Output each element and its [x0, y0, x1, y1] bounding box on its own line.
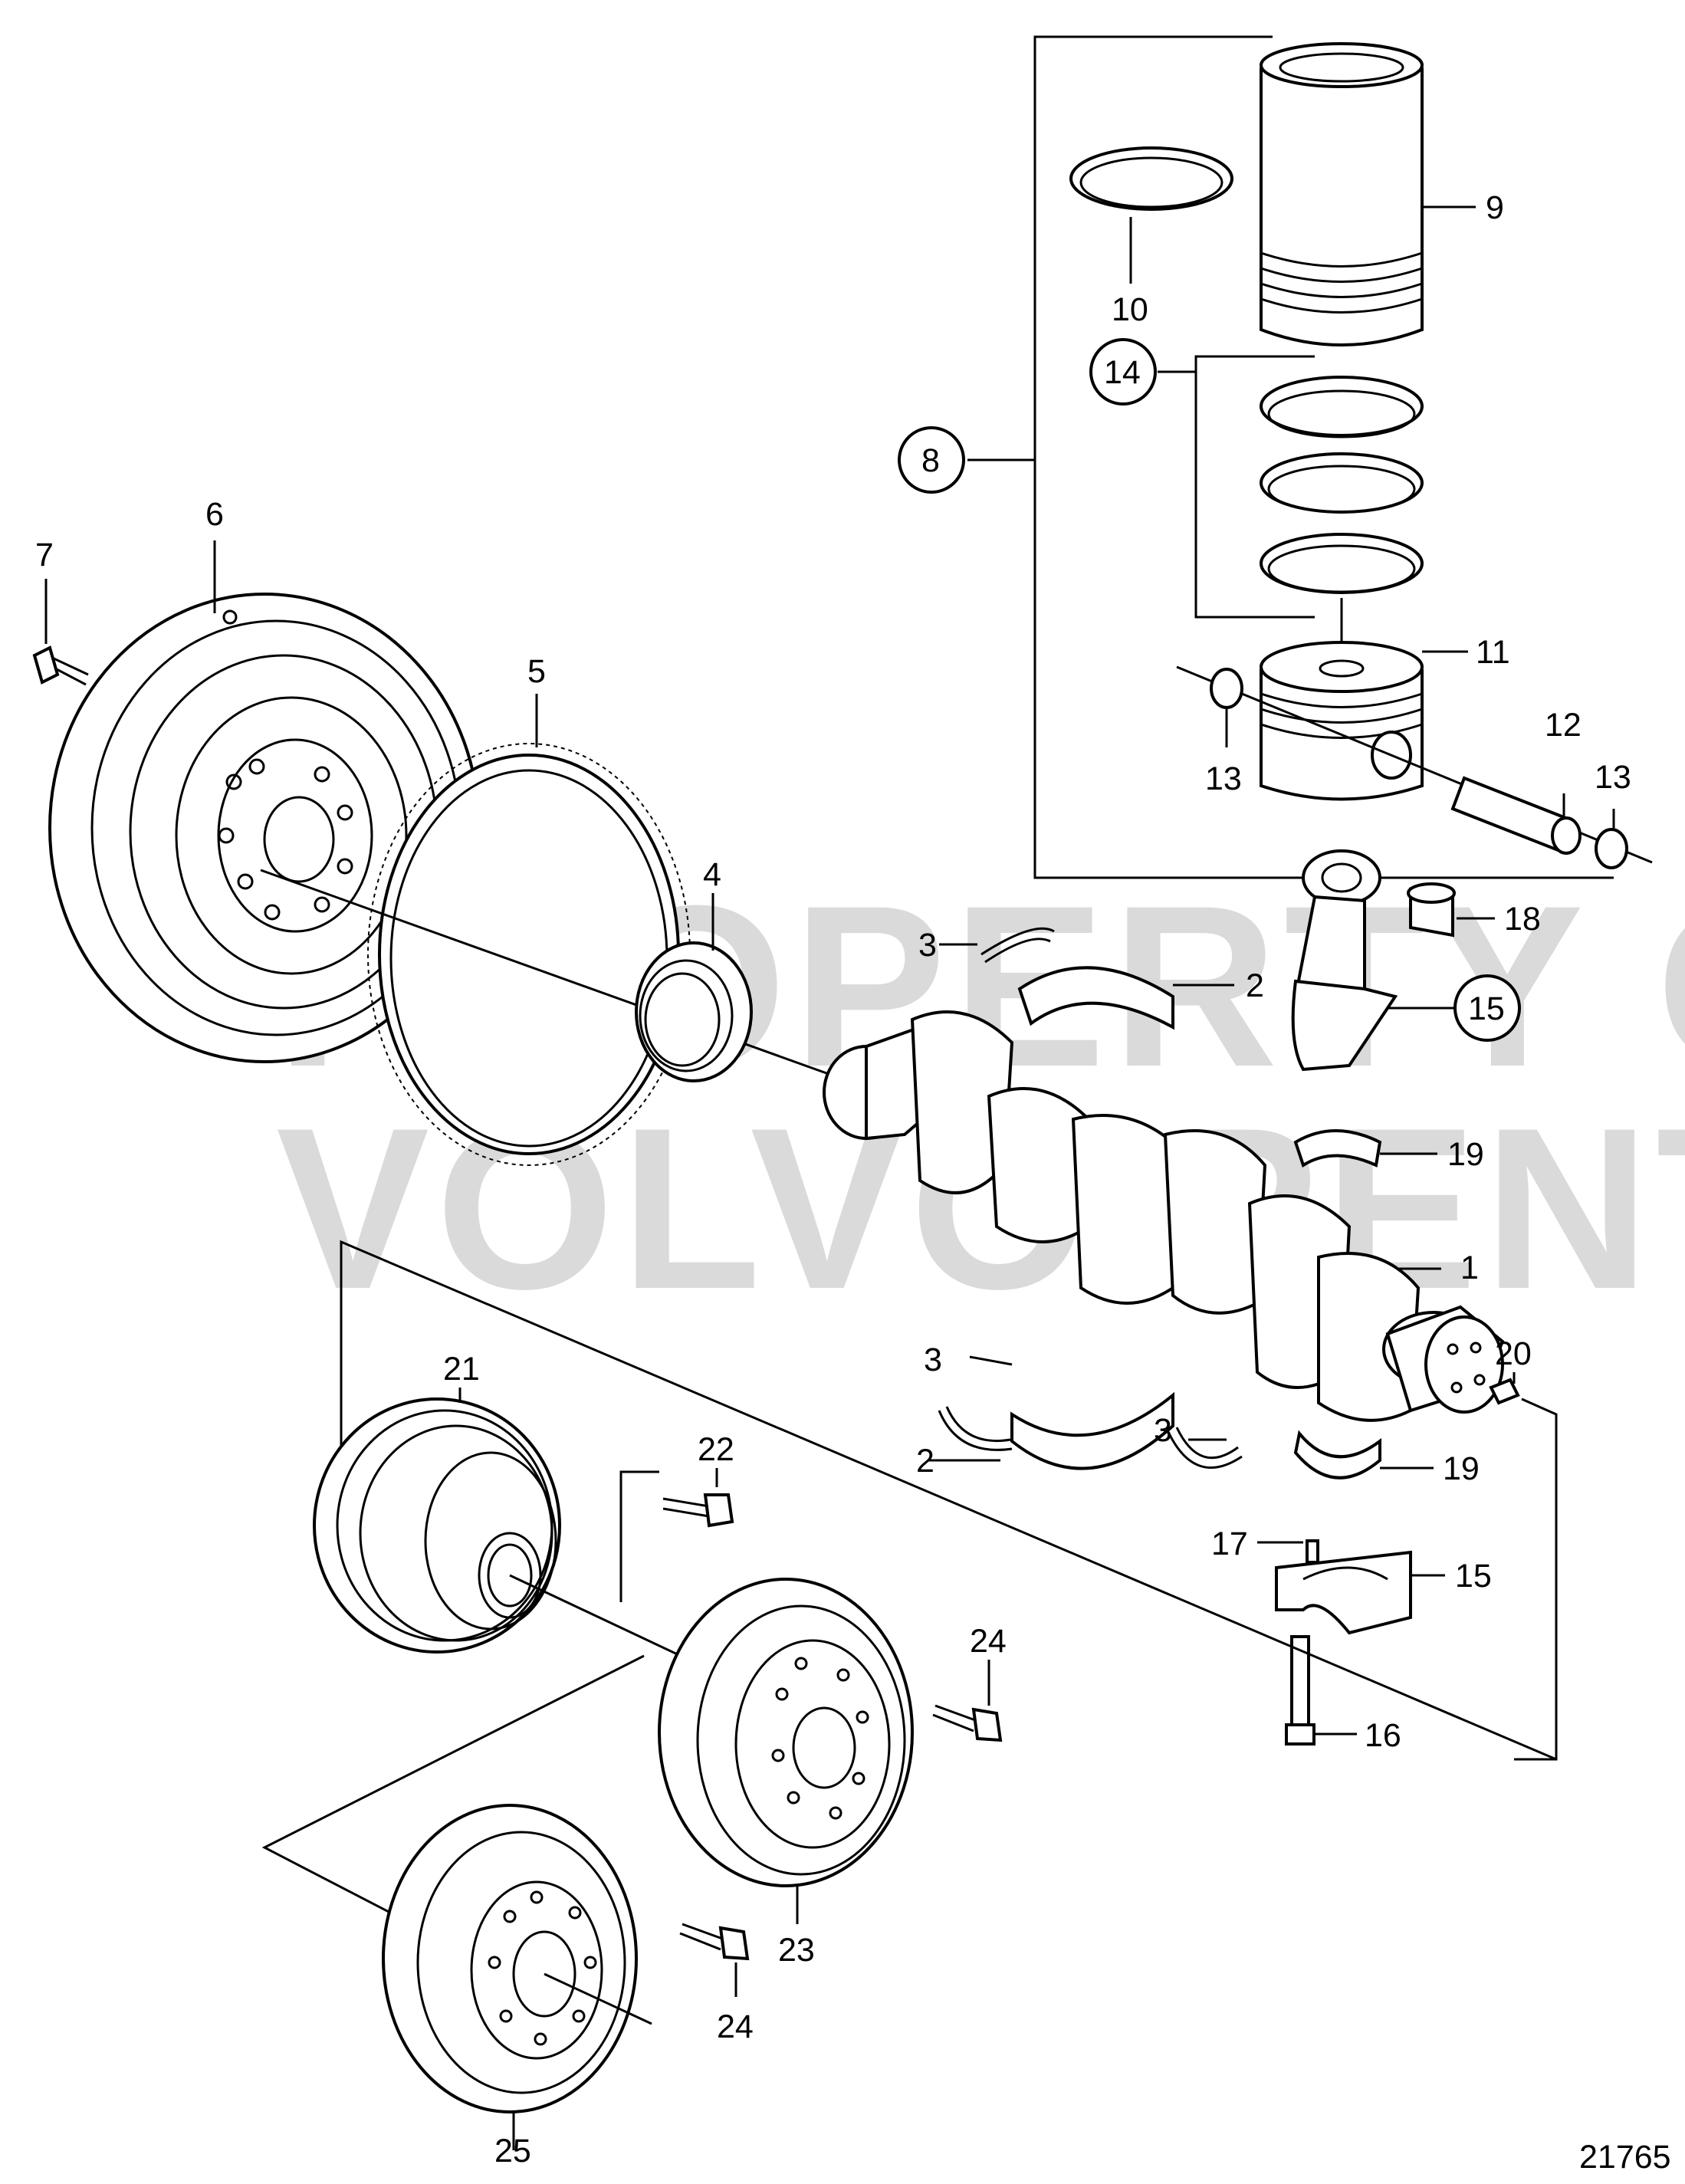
callout-circle-8	[898, 426, 965, 494]
callout-6: 6	[205, 496, 224, 533]
callout-15-rod: 15	[1468, 990, 1505, 1027]
callout-17: 17	[1211, 1526, 1248, 1562]
front-end-bracket	[340, 1240, 1557, 1761]
image-number: 21765	[1579, 2139, 1671, 2176]
main-bearing-upper	[1017, 966, 1234, 1030]
pulley-bolt	[619, 1468, 734, 1602]
callout-11: 11	[1476, 634, 1510, 671]
thrust-washer-lower-right	[1168, 1427, 1243, 1469]
piston	[1260, 641, 1468, 801]
callout-22: 22	[698, 1431, 734, 1468]
cap-bolt	[1285, 1635, 1357, 1746]
piston-ring-set	[1260, 376, 1424, 659]
connecting-rod-cap	[1275, 1550, 1445, 1635]
callout-8: 8	[921, 442, 940, 479]
big-end-bearing-upper	[1293, 1129, 1437, 1168]
callout-9: 9	[1486, 189, 1504, 226]
thrust-washer-upper	[939, 927, 1055, 964]
circlip-left	[1210, 668, 1243, 747]
callout-labels: 1 2 2 3 3 3 4 5 6 7 8 9 10 11 12 13 13 1…	[35, 189, 1671, 2176]
connecting-rod	[1291, 849, 1457, 1072]
callout-15-cap: 15	[1455, 1558, 1492, 1594]
callout-5: 5	[527, 653, 546, 690]
crankshaft-axis	[260, 869, 859, 1086]
callout-circle-15	[1453, 974, 1521, 1042]
damper-bolt-upper	[932, 1660, 1003, 1742]
dowel-pin	[1489, 1372, 1558, 1761]
callout-21: 21	[443, 1351, 480, 1388]
callout-12: 12	[1545, 707, 1582, 744]
vibration-damper	[658, 1578, 914, 1924]
thrust-washer-lower-left	[938, 1355, 1013, 1451]
lower-damper	[261, 1654, 652, 2150]
rear-oil-seal	[635, 893, 753, 1082]
small-end-bushing	[1407, 882, 1495, 938]
circlip-right	[1595, 809, 1628, 869]
callout-2-lower: 2	[916, 1443, 934, 1480]
crankshaft-pulley	[313, 1388, 561, 1654]
callout-13-left: 13	[1205, 760, 1242, 797]
callout-23: 23	[778, 1932, 815, 1969]
crankshaft	[823, 1010, 1505, 1422]
flywheel-bolt	[32, 579, 89, 686]
callout-16: 16	[1365, 1717, 1401, 1754]
callout-14: 14	[1104, 354, 1141, 391]
callout-1: 1	[1460, 1250, 1479, 1286]
callout-7: 7	[35, 537, 54, 573]
callout-24-lower: 24	[717, 2008, 754, 2045]
cap-guide-pin	[1257, 1539, 1319, 1564]
piston-pin	[1176, 665, 1653, 864]
callout-4: 4	[703, 856, 721, 893]
callout-24-upper: 24	[970, 1623, 1007, 1660]
callout-13-right: 13	[1595, 759, 1631, 796]
callout-3-lower-left: 3	[924, 1342, 942, 1378]
callout-3-lower-right: 3	[1154, 1412, 1172, 1449]
callout-19-lower: 19	[1443, 1450, 1480, 1487]
callout-25: 25	[494, 2133, 531, 2169]
callout-18: 18	[1504, 901, 1541, 938]
liner-seal-ring	[1069, 146, 1233, 284]
callout-20: 20	[1495, 1335, 1532, 1372]
damper-bolt-lower	[679, 1923, 750, 1997]
cylinder-liner	[1260, 42, 1476, 346]
bracket-14	[1158, 355, 1315, 619]
callout-19-upper: 19	[1447, 1136, 1484, 1173]
big-end-bearing-lower	[1293, 1430, 1434, 1480]
callout-2-upper: 2	[1246, 967, 1264, 1004]
callout-3-upper: 3	[918, 927, 937, 964]
callout-10: 10	[1112, 291, 1148, 328]
main-bearing-lower	[928, 1391, 1174, 1470]
callout-circle-14	[1089, 338, 1157, 406]
